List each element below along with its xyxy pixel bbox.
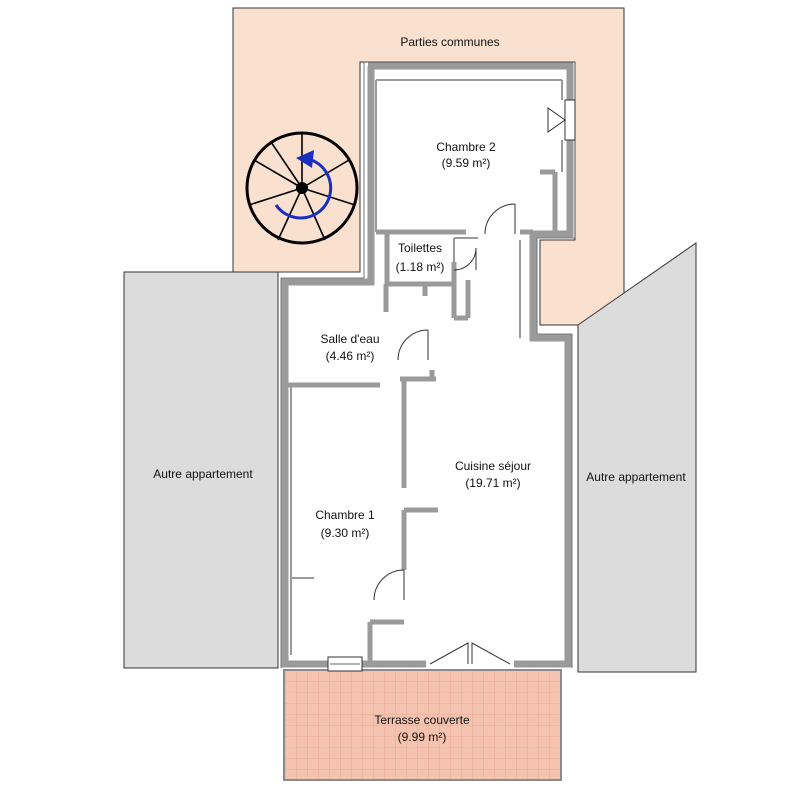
living-room-name: Cuisine séjour <box>455 459 531 473</box>
interior-walls <box>288 169 558 664</box>
bedroom2-name: Chambre 2 <box>436 140 496 154</box>
door-swing-icon <box>373 203 516 665</box>
shower-room-name: Salle d'eau <box>320 332 379 346</box>
outer-wall-outline <box>280 61 576 668</box>
terrace-zone <box>283 669 562 781</box>
terrace-area: (9.99 m²) <box>398 730 447 744</box>
common-areas-label: Parties communes <box>400 35 499 49</box>
bedroom1-name: Chambre 1 <box>315 508 375 522</box>
window-icon <box>327 99 576 672</box>
neighbor-apartment-right <box>577 242 697 673</box>
bedroom1-area: (9.30 m²) <box>321 526 370 540</box>
interior-thin-walls <box>290 79 563 655</box>
toilets-name: Toilettes <box>398 241 442 255</box>
toilets-area: (1.18 m²) <box>396 260 445 274</box>
other-apartment-left-label: Autre appartement <box>153 467 253 481</box>
other-apartment-right-label: Autre appartement <box>586 470 686 484</box>
bedroom2-area: (9.59 m²) <box>442 156 491 170</box>
spiral-staircase-icon <box>245 131 359 245</box>
neighbor-apartment-left <box>123 271 279 669</box>
common-areas-zone <box>232 7 625 326</box>
terrace-name: Terrasse couverte <box>374 713 470 727</box>
shower-room-area: (4.46 m²) <box>326 349 375 363</box>
living-room-area: (19.71 m²) <box>465 476 520 490</box>
outer-walls <box>281 62 574 668</box>
